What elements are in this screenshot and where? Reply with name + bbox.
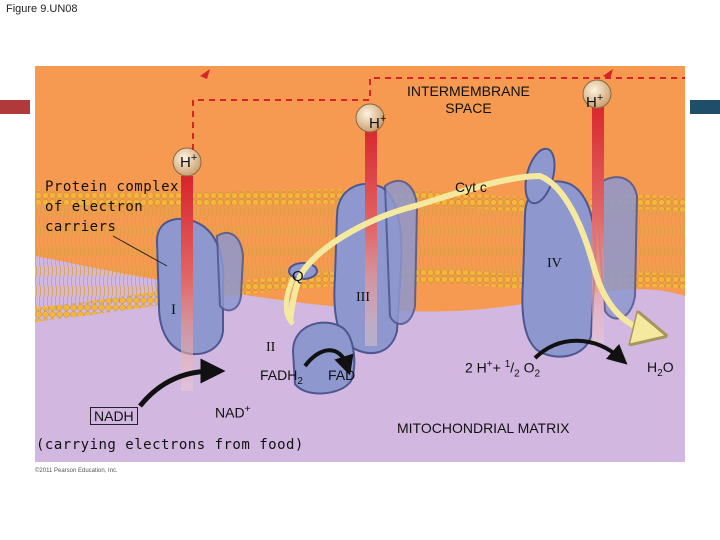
right-corner-marker (690, 100, 720, 114)
fadh2-to-fad-arrow (303, 348, 354, 376)
fad-label: FAD (328, 367, 356, 383)
intermembrane-space-label: INTERMEMBRANE SPACE (407, 83, 530, 116)
protein-complex-leader (112, 235, 168, 267)
electron-transport-chain-figure: INTERMEMBRANE SPACE Protein complex of e… (35, 66, 685, 474)
h-ball-3 (582, 79, 612, 109)
nadh-to-nad-arrow (138, 358, 226, 408)
h-plus-label-1: H+ (180, 152, 198, 171)
copyright-label: ©2011 Pearson Education, Inc. (35, 468, 118, 474)
cyt-c-label: Cyt c (455, 179, 487, 195)
complex-ii-label: II (266, 340, 276, 355)
carrying-electrons-label: (carrying electrons from food) (36, 437, 304, 453)
h-ball-1 (172, 147, 202, 177)
nad-plus-label: NAD+ (215, 404, 251, 421)
complex-i-side (215, 231, 245, 312)
electron-path-arrow (287, 172, 650, 332)
h-ball-2 (355, 103, 385, 133)
fadh2-to-q-arrow (283, 277, 296, 326)
complex-iv-label: IV (547, 256, 562, 271)
nadh-label: NADH (90, 407, 138, 425)
h-plus-label-2: H+ (369, 113, 387, 132)
complex-i-label: I (171, 302, 176, 318)
q-label: Q (292, 268, 304, 285)
oxygen-to-water-arrow (533, 338, 628, 365)
diagram-art (35, 66, 685, 462)
complex-iv-side (593, 176, 639, 320)
left-corner-marker (0, 100, 30, 114)
proton-arrow-1 (181, 176, 193, 391)
oxygen-reactants-label: 2 H++ 1/2 O2 (465, 359, 541, 380)
complex-iii-label: III (356, 290, 370, 305)
proton-return-path (192, 77, 685, 150)
water-label: H2O (647, 359, 674, 379)
proton-arrows (172, 69, 685, 391)
complex-ii-shape (291, 321, 356, 395)
proton-arrow-2 (365, 121, 377, 346)
figure-caption: Figure 9.UN08 (6, 3, 78, 15)
protein-complex-label: Protein complex of electron carriers (45, 179, 179, 235)
proton-arrow-3 (592, 96, 604, 346)
fadh2-label: FADH2 (260, 367, 303, 387)
mitochondrial-matrix-label: MITOCHONDRIAL MATRIX (397, 420, 570, 436)
h-plus-label-3: H+ (586, 92, 604, 111)
complex-iii-side (383, 179, 419, 325)
